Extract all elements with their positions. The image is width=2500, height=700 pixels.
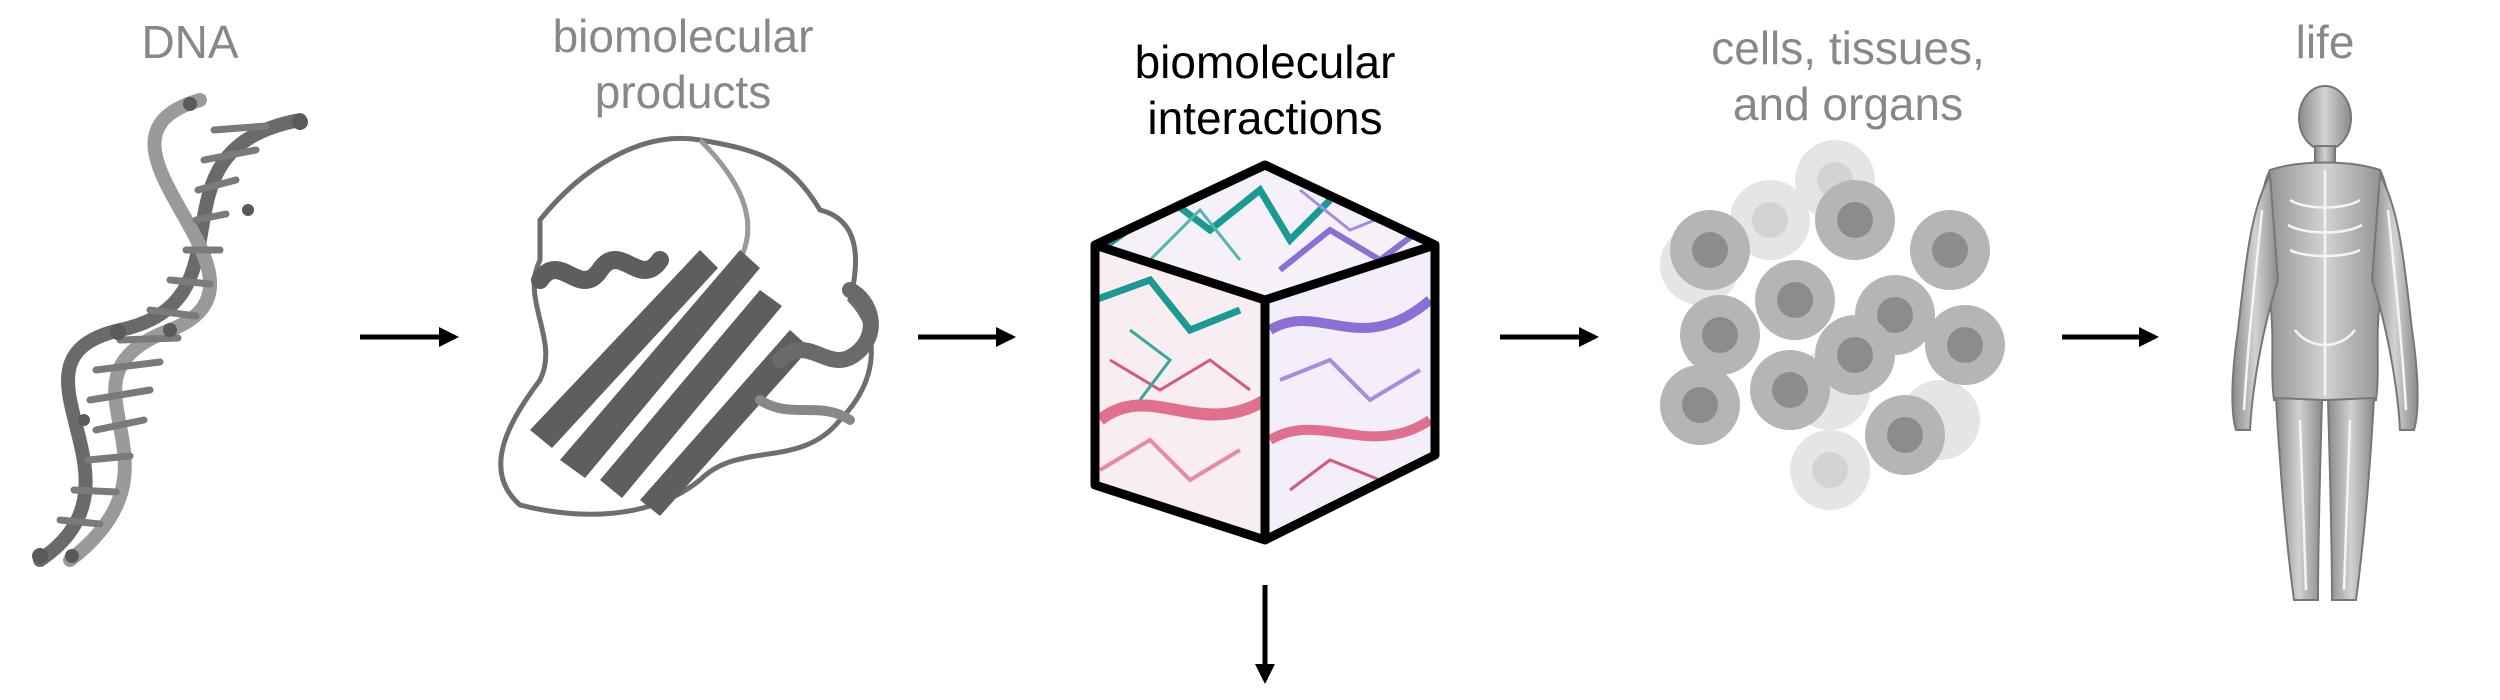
stage-label-cells-line-1: cells, tissues, [1711, 22, 1985, 74]
stage-label-biomolecular-products: biomolecular products [553, 8, 814, 120]
protein-ribbon-icon [498, 136, 879, 517]
stage-label-dna: DNA [141, 14, 238, 70]
human-body-icon [2231, 85, 2419, 601]
stage-label-biomolecular-interactions: biomolecular interactions [1135, 34, 1396, 146]
interaction-cube-icon [1090, 160, 1440, 545]
dna-helix-icon [32, 93, 308, 567]
stage-label-life: life [2296, 14, 2355, 70]
cell-cluster-icon [1660, 140, 2005, 510]
stage-label-cells-tissues-organs: cells, tissues, and organs [1711, 20, 1985, 132]
stage-label-cells-line-2: and organs [1732, 78, 1964, 130]
stage-label-products-line-1: biomolecular [552, 10, 814, 62]
stage-label-interactions-line-2: interactions [1147, 92, 1383, 144]
stage-label-products-line-2: products [594, 66, 772, 118]
stage-label-dna-line-1: DNA [141, 16, 239, 68]
stage-label-interactions-line-1: biomolecular [1134, 36, 1396, 88]
stage-label-life-line-1: life [2295, 16, 2355, 68]
